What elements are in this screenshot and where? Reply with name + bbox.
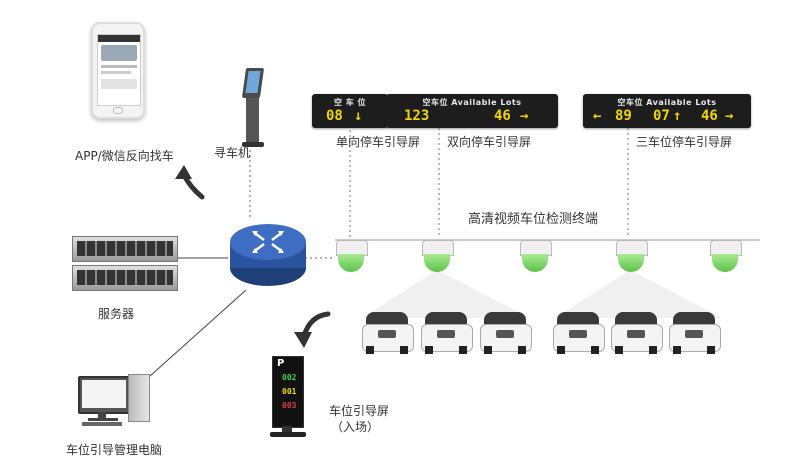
app-label: APP/微信反向找车 xyxy=(75,149,174,163)
car-icon xyxy=(611,312,663,354)
computer-icon xyxy=(78,374,150,426)
triple-screen-label: 三车位停车引导屏 xyxy=(636,135,733,149)
triple-lot-sign: 空车位 Available Lots ← 89 07 ↑ 46 → xyxy=(583,94,751,128)
kiosk-label: 寻车机 xyxy=(214,146,251,160)
camera-sensor-icon xyxy=(336,240,368,274)
sign-value-2: 07 xyxy=(653,108,670,124)
entrance-row-2: 001 xyxy=(282,387,297,396)
sign-right-value: 46 xyxy=(494,108,511,124)
left-arrow-icon: ← xyxy=(593,108,602,124)
entrance-guidance-sign: P 002 001 003 xyxy=(270,356,306,438)
single-screen-label: 单向停车引导屏 xyxy=(336,135,421,149)
up-arrow-icon: ↑ xyxy=(673,108,682,124)
down-arrow-icon: ↓ xyxy=(354,108,363,124)
sign-header: 空车位 Available Lots xyxy=(422,98,522,107)
car-icon xyxy=(480,312,532,354)
server-icon xyxy=(72,236,178,292)
server-label: 服务器 xyxy=(98,307,135,321)
right-arrow-icon: → xyxy=(725,108,734,124)
right-arrow-icon: → xyxy=(520,108,529,124)
car-icon xyxy=(669,312,721,354)
parking-p-icon: P xyxy=(277,358,285,369)
sign-value-3: 46 xyxy=(701,108,718,124)
smartphone-icon xyxy=(91,22,145,119)
double-direction-sign: 空车位 Available Lots 123 46 → xyxy=(386,94,558,128)
camera-sensor-icon xyxy=(616,240,648,274)
arrow-to-app-icon xyxy=(175,165,205,200)
car-icon xyxy=(553,312,605,354)
sign-value: 08 xyxy=(326,108,343,124)
camera-sensor-icon xyxy=(520,240,552,274)
camera-sensor-icon xyxy=(710,240,742,274)
double-screen-label: 双向停车引导屏 xyxy=(447,135,532,149)
sign-header: 空 车 位 xyxy=(333,98,367,107)
pc-label: 车位引导管理电脑 xyxy=(66,443,163,457)
arrow-to-entrance-icon xyxy=(294,311,331,348)
car-icon xyxy=(362,312,414,354)
sign-left-value: 123 xyxy=(404,108,430,124)
router-icon xyxy=(230,224,306,286)
sign-header: 空车位 Available Lots xyxy=(617,98,717,107)
entrance-row-1: 002 xyxy=(282,373,297,382)
entrance-row-3: 003 xyxy=(282,401,297,410)
camera-sensor-icon xyxy=(422,240,454,274)
sign-value-1: 89 xyxy=(615,108,632,124)
car-icon xyxy=(421,312,473,354)
kiosk-icon xyxy=(240,68,266,148)
hd-terminal-label: 高清视频车位检测终端 xyxy=(468,212,599,227)
entrance-screen-sublabel: （入场） xyxy=(331,420,380,434)
single-direction-sign: 空 车 位 08 ↓ xyxy=(312,94,388,128)
entrance-screen-label: 车位引导屏 xyxy=(329,404,390,418)
